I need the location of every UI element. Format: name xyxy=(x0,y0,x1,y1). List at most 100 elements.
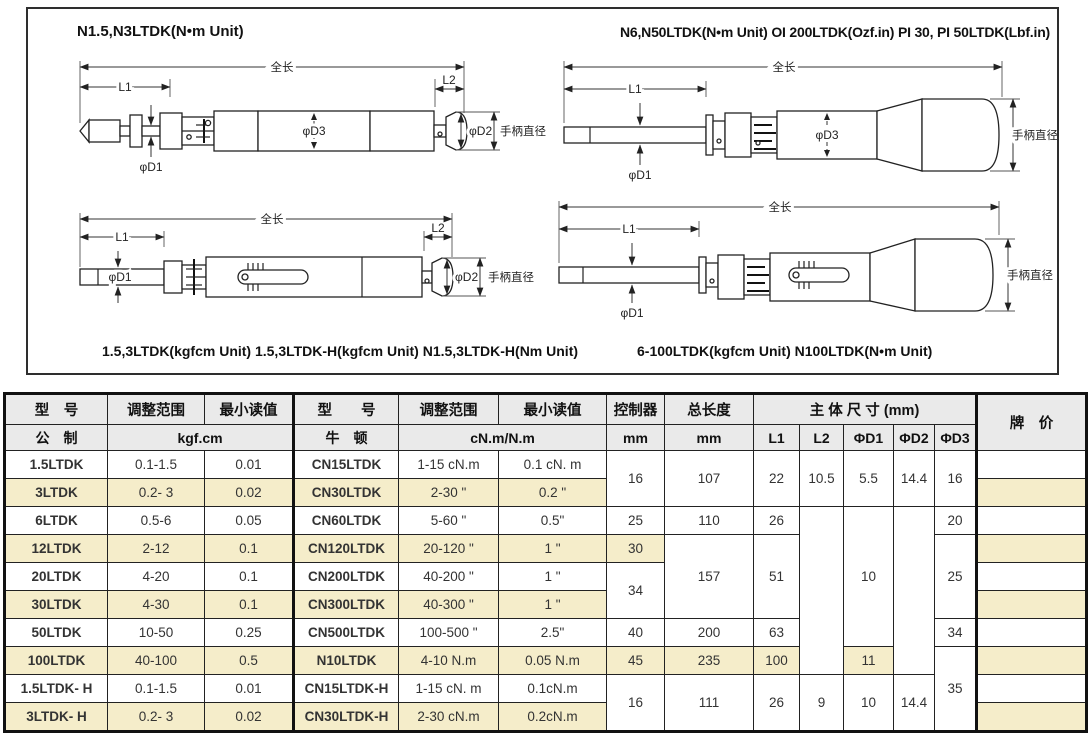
dimension-lines-right: 手柄直径 φD1 xyxy=(620,238,1056,320)
range-cell: 10-50 xyxy=(107,618,205,647)
range-cell: 0.5-6 xyxy=(107,506,205,535)
range-cell: 2-12 xyxy=(107,534,205,563)
total-length-cell: 235 xyxy=(664,646,754,675)
range-cell: 0.2- 3 xyxy=(107,478,205,507)
dim-label-d1: φD1 xyxy=(628,168,651,182)
price-cell xyxy=(975,618,1088,647)
header-model: 型 号 xyxy=(4,393,108,425)
d3-cell: 20 xyxy=(933,506,978,535)
dimension-lines: 全长 L1 L2 xyxy=(79,57,465,123)
d2-cell: 14.4 xyxy=(893,450,935,507)
diagram-panel: N1.5,N3LTDK(N•m Unit) N6,N50LTDK(N•m Uni… xyxy=(26,7,1059,375)
header-min-reading: 最小读值 xyxy=(204,393,294,425)
dim-label-handle-diameter: 手柄直径 xyxy=(1007,268,1053,282)
range-cell: 0.1-1.5 xyxy=(107,674,205,703)
diagram-caption-bottom-left: 1.5,3LTDK(kgfcm Unit) 1.5,3LTDK-H(kgfcm … xyxy=(102,343,579,359)
dim-label-handle-diameter: 手柄直径 xyxy=(500,124,546,138)
model2-cell: CN15LTDK xyxy=(292,450,399,479)
range2-cell: 40-300 " xyxy=(398,590,499,619)
l2-cell: 9 xyxy=(799,674,844,732)
header-kgfcm: kgf.cm xyxy=(107,424,294,451)
model2-cell: CN15LTDK-H xyxy=(292,674,399,703)
price-cell xyxy=(975,506,1088,535)
range-cell: 40-100 xyxy=(107,646,205,675)
range2-cell: 1-15 cN. m xyxy=(398,674,499,703)
range-cell: 0.2- 3 xyxy=(107,702,205,732)
model2-cell: CN60LTDK xyxy=(292,506,399,535)
model-cell: 50LTDK xyxy=(4,618,108,647)
dim-label-d1: φD1 xyxy=(139,160,162,174)
header-cnm: cN.m/N.m xyxy=(398,424,607,451)
l2-cell: 10.5 xyxy=(799,450,844,507)
model-cell: 3LTDK- H xyxy=(4,702,108,732)
controller-cell: 45 xyxy=(606,646,665,675)
d2-cell xyxy=(893,506,935,675)
model2-cell: CN120LTDK xyxy=(292,534,399,563)
price-cell xyxy=(975,702,1088,732)
d1-cell: 10 xyxy=(843,674,894,732)
dim-label-d3: φD3 xyxy=(815,128,838,142)
header-length-unit: mm xyxy=(664,424,754,451)
model-cell: 1.5LTDK xyxy=(4,450,108,479)
dim-label-l1: L1 xyxy=(115,230,129,244)
min2-cell: 0.2cN.m xyxy=(498,702,607,732)
controller-cell: 40 xyxy=(606,618,665,647)
model2-cell: CN200LTDK xyxy=(292,562,399,591)
dimension-lines: 全长 L1 xyxy=(563,57,1003,123)
min-cell: 0.1 xyxy=(204,562,294,591)
model-cell: 1.5LTDK- H xyxy=(4,674,108,703)
d1-cell: 5.5 xyxy=(843,450,894,507)
min2-cell: 0.5" xyxy=(498,506,607,535)
min-cell: 0.25 xyxy=(204,618,294,647)
range-cell: 4-20 xyxy=(107,562,205,591)
dim-label-l2: L2 xyxy=(431,221,445,235)
total-length-cell: 111 xyxy=(664,674,754,732)
table-row: 1.5LTDK 0.1-1.5 0.01 CN15LTDK 1-15 cN.m … xyxy=(4,450,1088,507)
header-price: 牌 价 xyxy=(975,393,1088,451)
controller-cell: 34 xyxy=(606,562,665,619)
diagram-top-left: 全长 L1 L2 xyxy=(79,57,546,174)
driver-drawing: φD1 xyxy=(79,251,454,303)
d1-cell: 11 xyxy=(843,646,894,675)
range2-cell: 40-200 " xyxy=(398,562,499,591)
header-min-reading2: 最小读值 xyxy=(498,393,607,425)
price-cell xyxy=(975,478,1088,507)
dimension-lines-right: φD2 手柄直径 φD1 xyxy=(139,105,546,174)
price-cell xyxy=(975,562,1088,591)
header-d3: ΦD3 xyxy=(933,424,978,451)
range2-cell: 2-30 " xyxy=(398,478,499,507)
d3-cell: 35 xyxy=(933,646,978,732)
header-metric: 公 制 xyxy=(4,424,108,451)
range2-cell: 2-30 cN.m xyxy=(398,702,499,732)
model-cell: 6LTDK xyxy=(4,506,108,535)
diagram-bottom-left: 全长 L1 L2 φD1 xyxy=(79,209,534,303)
dim-label-d1: φD1 xyxy=(620,306,643,320)
model-cell: 100LTDK xyxy=(4,646,108,675)
min-cell: 0.05 xyxy=(204,506,294,535)
l2-cell xyxy=(799,506,844,675)
min-cell: 0.5 xyxy=(204,646,294,675)
l1-cell: 100 xyxy=(753,646,800,675)
dim-label-l1: L1 xyxy=(622,222,636,236)
min-cell: 0.02 xyxy=(204,702,294,732)
dim-label-l1: L1 xyxy=(628,82,642,96)
dim-label-handle-diameter: 手柄直径 xyxy=(1012,128,1057,142)
controller-cell: 16 xyxy=(606,674,665,732)
dim-label-total-length: 全长 xyxy=(773,60,796,74)
price-cell xyxy=(975,674,1088,703)
table-row: 1.5LTDK- H 0.1-1.5 0.01 CN15LTDK-H 1-15 … xyxy=(4,674,1088,732)
diagram-top-right: 全长 L1 φD xyxy=(563,57,1057,182)
d2-cell: 14.4 xyxy=(893,674,935,732)
dimension-lines-right: 手柄直径 φD1 xyxy=(628,98,1057,182)
driver-drawing: φD3 xyxy=(563,98,1000,172)
min2-cell: 1 " xyxy=(498,562,607,591)
l1-cell: 51 xyxy=(753,534,800,619)
dim-label-total-length: 全长 xyxy=(769,200,792,214)
d3-cell: 25 xyxy=(933,534,978,619)
dim-label-d2: φD2 xyxy=(469,124,492,138)
header-controller: 控制器 xyxy=(606,393,665,425)
dim-label-l1: L1 xyxy=(118,80,132,94)
dim-label-l2: L2 xyxy=(442,73,456,87)
header-adjust-range: 调整范围 xyxy=(107,393,205,425)
